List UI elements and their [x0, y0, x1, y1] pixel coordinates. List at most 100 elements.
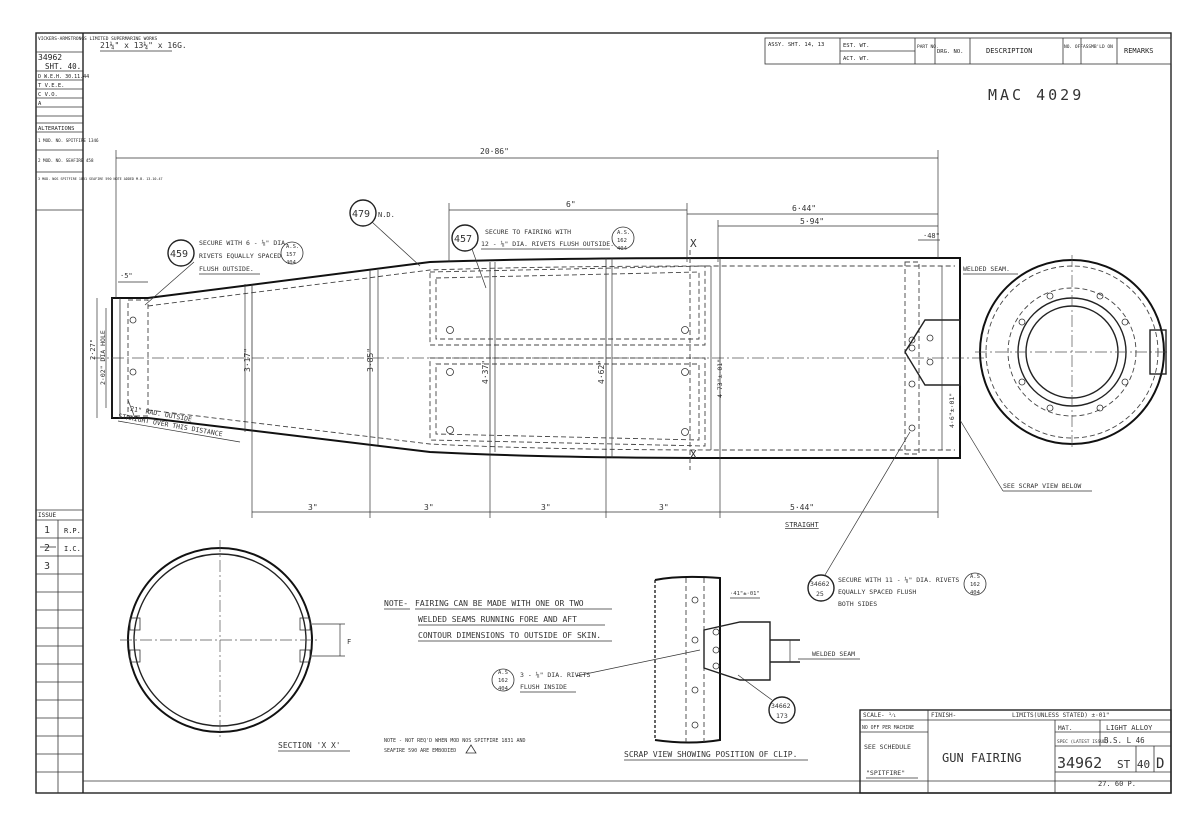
- section-xx-view: [120, 540, 345, 740]
- alteration-2: 2 MOD. NO. SEAFIRE 458: [38, 158, 94, 163]
- title-sheet-no: ST 40: [1117, 758, 1150, 771]
- dim-4-6: 4·6"±·01": [948, 393, 956, 428]
- title-drawing-no: 34962: [1057, 754, 1102, 772]
- part-no-label: PART NO.: [917, 44, 939, 50]
- welded-seam-label: WELDED SEAM.: [963, 265, 1010, 273]
- as-157-line3: 404: [286, 260, 297, 266]
- remarks-label: REMARKS: [1124, 47, 1154, 55]
- see-scrap-view-label: SEE SCRAP VIEW BELOW: [1003, 482, 1081, 490]
- callout-457-line2: 12 - ⅛" DIA. RIVETS FLUSH OUTSIDE.: [481, 239, 614, 248]
- callout-11-rivets-line3: BOTH SIDES: [838, 600, 877, 608]
- strip-t-line: T V.E.E.: [38, 83, 65, 89]
- dim-bottom-4: 3": [659, 503, 669, 512]
- callout-11-rivets-line1: SECURE WITH 11 - ⅛" DIA. RIVETS: [838, 575, 959, 584]
- no-off-label: NO. OFF: [1064, 44, 1083, 50]
- alterations-title: ALTERATIONS: [38, 126, 74, 132]
- note-label: NOTE-: [384, 599, 408, 608]
- dim-4-37: 4·37": [481, 360, 490, 384]
- as-162-b-line1: A.S: [970, 574, 980, 580]
- balloon-459: 459: [170, 249, 188, 260]
- note-small-line1: NOTE - NOT REQ'D WHEN MOD NOS SPITFIRE 1…: [384, 738, 525, 744]
- balloon-34662-b-bottom: 173: [776, 712, 788, 720]
- dim-5-94: 5·94": [800, 217, 824, 226]
- section-mark-top: X: [690, 237, 697, 250]
- company-name: VICKERS-ARMSTRONGS LIMITED SUPERMARINE W…: [38, 36, 157, 42]
- callout-459-line3: FLUSH OUTSIDE.: [199, 265, 254, 273]
- note-small-line2: SEAFIRE 590 ARE EMBODIED: [384, 748, 456, 754]
- gun-fairing-side-view: [92, 250, 985, 470]
- section-xx-title: SECTION 'X X': [278, 741, 341, 750]
- dim-2-27: 2·27": [89, 339, 97, 360]
- material-note: 21¼" x 13¼" x 16G.: [100, 41, 187, 50]
- as-162-c-line2: 162: [498, 678, 508, 684]
- issue-1-by: R.P.: [64, 527, 81, 535]
- welded-seam-label-2: WELDED SEAM: [812, 650, 855, 658]
- section-dim-f: F: [347, 638, 351, 646]
- dim-straight: STRAIGHT: [785, 521, 820, 529]
- dim-3-85: 3·85": [366, 348, 375, 372]
- balloon-479-suffix: N.D.: [378, 211, 395, 219]
- dim-2-02-hole: 2·02" DIA HOLE: [99, 330, 107, 385]
- drawing-border: [35, 32, 1172, 794]
- dim-bottom-2: 3": [424, 503, 434, 512]
- dimension-lines: [96, 150, 943, 518]
- dim-4-73: 4·73"±·01": [716, 359, 724, 398]
- spec-value: B.S. L 46: [1104, 736, 1145, 745]
- as-157-line1: A.S.: [286, 244, 299, 250]
- strip-c-line: C V.O.: [38, 92, 58, 98]
- scale-label: SCALE- ¹⁄₁: [863, 712, 897, 719]
- dim-6: 6": [566, 200, 576, 209]
- part-name: GUN FAIRING: [942, 751, 1021, 765]
- off-per-machine-label: NO OFF PER MACHINE: [862, 725, 914, 731]
- assy-sheet: ASSY. SHT. 14, 13: [768, 42, 824, 48]
- act-wt-label: ACT. WT.: [843, 56, 870, 62]
- strip-drawing-no: 34962: [38, 53, 62, 62]
- as-162-a-line1: A.S.: [617, 230, 630, 236]
- callout-3-rivets-line2: FLUSH INSIDE: [520, 683, 567, 691]
- spec-label: SPEC (LATEST ISSUE): [1057, 739, 1108, 745]
- dim-4-62: 4·62": [597, 360, 606, 384]
- dim-bottom-5: 5·44": [790, 503, 814, 512]
- dim-6-44: 6·44": [792, 204, 816, 213]
- issue-3-no: 3: [44, 561, 50, 572]
- fairing-end-view: [975, 255, 1170, 450]
- dim-5: ·5": [120, 272, 133, 280]
- as-162-a-line3: 404: [617, 246, 628, 252]
- note-line3: CONTOUR DIMENSIONS TO OUTSIDE OF SKIN.: [418, 631, 601, 640]
- as-162-b-line2: 162: [970, 582, 980, 588]
- issue-2-by: I.C.: [64, 545, 81, 553]
- scrap-view: [654, 575, 800, 744]
- callout-457-line1: SECURE TO FAIRING WITH: [485, 228, 571, 236]
- alteration-1: 1 MOD. NO. SPITFIRE 1346: [38, 138, 99, 143]
- dim-48: ·48": [923, 232, 940, 240]
- dim-overall: 20·86": [480, 147, 509, 156]
- parts-list-table: [764, 37, 1172, 65]
- strip-a-line: A: [38, 101, 42, 107]
- callout-459-line1: SECURE WITH 6 - ⅛" DIA.: [199, 238, 289, 247]
- assmbld-on-label: ASSMB'LD ON: [1083, 44, 1113, 50]
- callout-459-line2: RIVETS EQUALLY SPACED: [199, 252, 281, 260]
- est-wt-label: EST. WT.: [843, 43, 870, 49]
- clip-dim: ·41"±·01": [730, 591, 760, 597]
- balloon-34662-a-top: 34662: [810, 580, 830, 588]
- section-mark-bottom: X: [690, 448, 697, 461]
- item-balloons: [144, 199, 987, 724]
- issue-2-no: 2: [44, 543, 50, 554]
- dim-bottom-3: 3": [541, 503, 551, 512]
- revision-strip: [36, 51, 83, 793]
- title-footer: 27. 60 P.: [1098, 780, 1136, 788]
- callout-3-rivets-line1: 3 - ⅛" DIA. RIVETS: [520, 670, 591, 679]
- as-162-c-line1: A.S: [498, 670, 508, 676]
- title-issue-letter: D: [1156, 756, 1164, 772]
- as-162-a-line2: 162: [617, 238, 627, 244]
- alteration-3: 3 MOD. NOS SPITFIRE 1831 SEAFIRE 590 NOT…: [38, 177, 163, 181]
- as-162-c-line3: 404: [498, 686, 509, 692]
- note-line2: WELDED SEAMS RUNNING FORE AND AFT: [418, 615, 577, 624]
- spitfire-label: "SPITFIRE": [866, 769, 905, 777]
- strip-d-line: D W.E.H. 30.11.44: [38, 74, 89, 80]
- as-162-b-line3: 404: [970, 590, 981, 596]
- dim-3-17: 3·17": [243, 348, 252, 372]
- drg-no-label: DRG. NO.: [937, 49, 964, 55]
- balloon-34662-a-bottom: 25: [816, 590, 824, 598]
- limits-label: LIMITS(UNLESS STATED) ±·01": [1012, 712, 1110, 719]
